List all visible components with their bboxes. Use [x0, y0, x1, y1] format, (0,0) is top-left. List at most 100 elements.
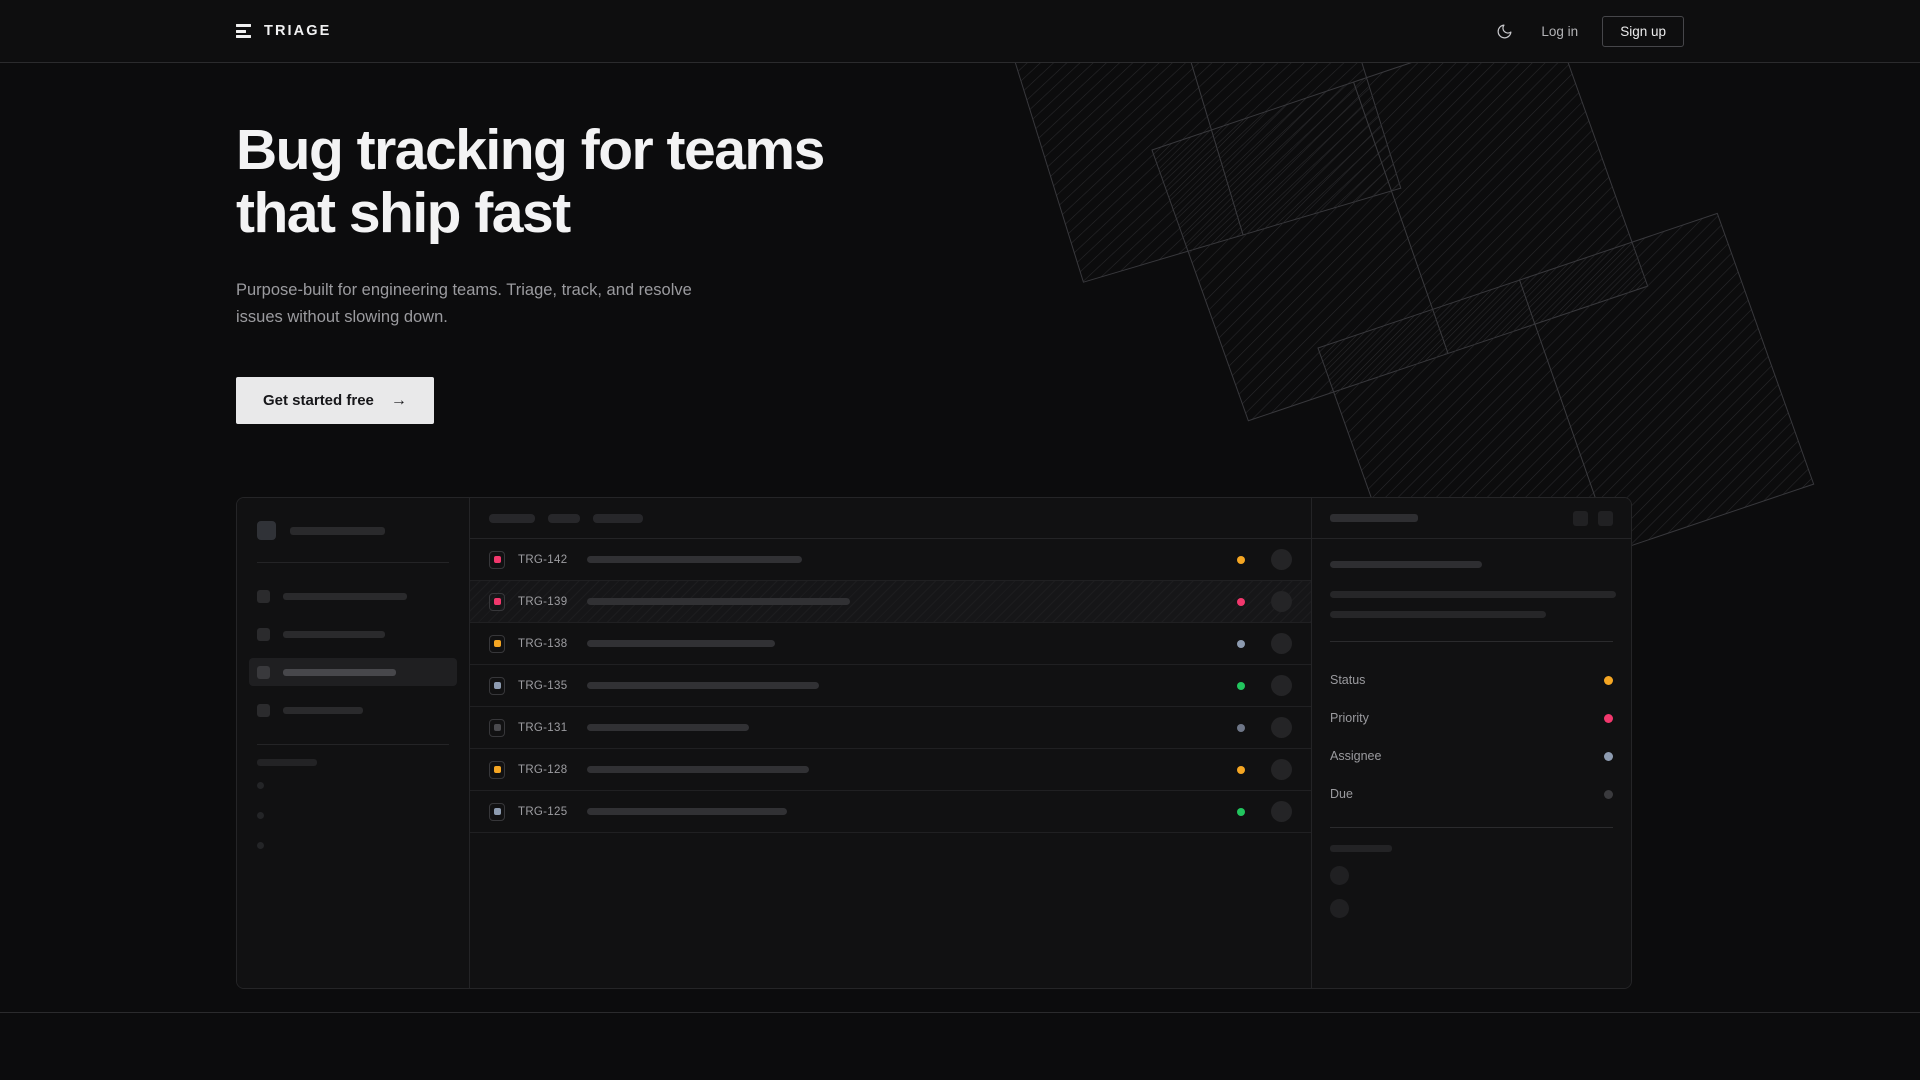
status-dot — [1237, 723, 1245, 732]
avatar — [1271, 633, 1292, 655]
due-badge — [1604, 789, 1613, 799]
page-title: Bug tracking for teams that ship fast — [236, 119, 916, 244]
bullet-dot-icon — [257, 811, 264, 819]
nav-dot-icon — [257, 627, 270, 641]
issue-id: TRG-131 — [518, 721, 568, 734]
priority-icon — [489, 592, 505, 611]
workspace-name-placeholder — [290, 526, 385, 535]
detail-header-actions — [1573, 510, 1613, 526]
table-row[interactable]: TRG-139 — [470, 581, 1311, 624]
sidebar-sub-list — [257, 770, 449, 860]
brand-logo[interactable]: TRIAGE — [236, 23, 331, 39]
priority-icon — [489, 802, 505, 821]
avatar-circle-icon — [1330, 899, 1349, 919]
issue-id: TRG-135 — [518, 679, 568, 692]
detail-field-assignee[interactable]: Assignee — [1330, 737, 1613, 775]
stacked-bars-icon — [236, 24, 251, 38]
priority-icon — [489, 550, 505, 569]
detail-field-due[interactable]: Due — [1330, 775, 1613, 813]
moon-icon[interactable] — [1491, 18, 1517, 44]
panel-action-square-icon[interactable] — [1598, 510, 1613, 526]
detail-panel-header — [1312, 498, 1631, 540]
hero-section: Bug tracking for teams that ship fast Pu… — [0, 63, 1920, 425]
sidebar-item-label — [283, 706, 363, 714]
issue-title-placeholder — [587, 682, 819, 690]
status-badge — [1604, 675, 1613, 685]
sidebar-item-1[interactable] — [249, 582, 457, 610]
table-row[interactable]: TRG-128 — [470, 749, 1311, 792]
signup-button[interactable]: Sign up — [1602, 15, 1684, 47]
table-row[interactable]: TRG-138 — [470, 623, 1311, 666]
nav-dot-icon — [257, 665, 270, 679]
avatar — [1271, 759, 1292, 781]
toolbar-chip-filter[interactable] — [489, 513, 535, 523]
detail-field-label: Status — [1330, 673, 1366, 688]
status-dot — [1237, 807, 1245, 816]
sidebar-sub-item[interactable] — [257, 800, 449, 830]
activity-list — [1330, 866, 1613, 919]
status-dot — [1237, 555, 1245, 564]
priority-icon — [489, 760, 505, 779]
hero-subtitle: Purpose-built for engineering teams. Tri… — [236, 281, 692, 326]
nav-dot-icon — [257, 703, 270, 717]
site-header: TRIAGE Log in Sign up — [0, 0, 1920, 63]
issue-title-placeholder — [587, 556, 802, 564]
sidebar-divider-bottom — [257, 744, 449, 746]
workspace-square-icon — [257, 521, 276, 541]
priority-badge — [1604, 713, 1613, 723]
detail-field-label: Due — [1330, 787, 1353, 802]
issue-id: TRG-128 — [518, 763, 568, 776]
get-started-button[interactable]: Get started free → — [236, 377, 434, 425]
issue-id: TRG-125 — [518, 805, 568, 818]
avatar — [1271, 591, 1292, 613]
detail-field-label: Priority — [1330, 711, 1369, 726]
table-row[interactable]: TRG-125 — [470, 791, 1311, 834]
bullet-dot-icon — [257, 841, 264, 849]
detail-field-status[interactable]: Status — [1330, 661, 1613, 699]
priority-icon — [489, 676, 505, 695]
panel-action-square-icon[interactable] — [1573, 510, 1588, 526]
table-row[interactable]: TRG-142 — [470, 539, 1311, 582]
detail-body-line — [1330, 611, 1546, 619]
activity-section-label — [1330, 845, 1392, 853]
sidebar-sub-item[interactable] — [257, 830, 449, 860]
toolbar-chip-sort[interactable] — [548, 513, 580, 523]
sidebar-item-4[interactable] — [249, 696, 457, 724]
status-dot — [1237, 681, 1245, 690]
sidebar-sub-item[interactable] — [257, 770, 449, 800]
sidebar-item-label — [283, 668, 396, 676]
issue-id: TRG-139 — [518, 595, 568, 608]
nav-dot-icon — [257, 589, 270, 603]
table-row[interactable]: TRG-135 — [470, 665, 1311, 708]
priority-icon — [489, 634, 505, 653]
sidebar-item-2[interactable] — [249, 620, 457, 648]
status-dot — [1237, 597, 1245, 606]
issue-title-placeholder — [587, 640, 775, 648]
sidebar-item-3-active[interactable] — [249, 658, 457, 687]
activity-divider — [1330, 827, 1613, 829]
detail-body-line — [1330, 591, 1616, 599]
avatar — [1271, 675, 1292, 697]
mock-sidebar — [237, 498, 470, 989]
workspace-switcher[interactable] — [257, 521, 449, 541]
toolbar-chip-group[interactable] — [593, 513, 643, 523]
table-row[interactable]: TRG-131 — [470, 707, 1311, 750]
status-dot — [1237, 639, 1245, 648]
issue-id: TRG-142 — [518, 553, 568, 566]
arrow-right-icon: → — [390, 391, 407, 409]
list-toolbar — [470, 498, 1311, 540]
login-link[interactable]: Log in — [1539, 20, 1580, 43]
detail-field-priority[interactable]: Priority — [1330, 699, 1613, 737]
assignee-badge — [1604, 751, 1613, 761]
detail-header-title-placeholder — [1330, 514, 1418, 523]
detail-divider — [1330, 641, 1613, 643]
avatar-circle-icon — [1330, 866, 1349, 886]
issue-title-placeholder — [587, 766, 809, 774]
status-dot — [1237, 765, 1245, 774]
issue-title-placeholder — [587, 598, 850, 606]
